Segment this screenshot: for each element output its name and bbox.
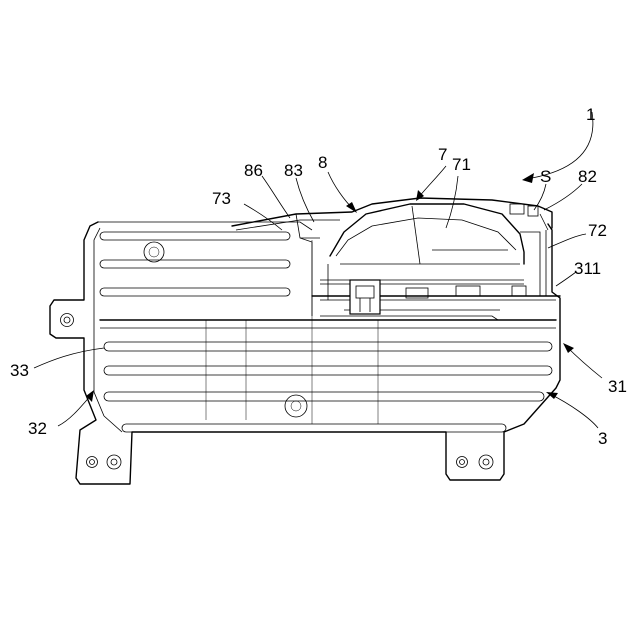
label-83: 83 [284, 161, 303, 180]
label-1: 1 [586, 105, 595, 124]
label-72: 72 [588, 221, 607, 240]
label-311: 311 [574, 259, 601, 278]
label-32: 32 [28, 419, 47, 438]
label-3: 3 [598, 429, 607, 448]
reference-labels: 1 7 71 8 83 86 73 S 82 72 311 33 32 31 3 [10, 105, 627, 448]
bottom-left-bracket [87, 455, 122, 469]
label-73: 73 [212, 189, 231, 208]
label-7: 7 [438, 145, 447, 164]
upper-left-slots [100, 232, 290, 296]
label-33: 33 [10, 361, 29, 380]
label-82: 82 [578, 167, 597, 186]
label-31: 31 [608, 377, 627, 396]
bottom-right-bracket [457, 455, 494, 469]
label-S: S [540, 167, 551, 186]
label-71: 71 [452, 155, 471, 174]
housing-body [50, 222, 560, 484]
left-mount-tab [61, 314, 74, 327]
connector [350, 280, 380, 314]
label-86: 86 [244, 161, 263, 180]
label-8: 8 [318, 153, 327, 172]
base-plate [312, 296, 560, 320]
